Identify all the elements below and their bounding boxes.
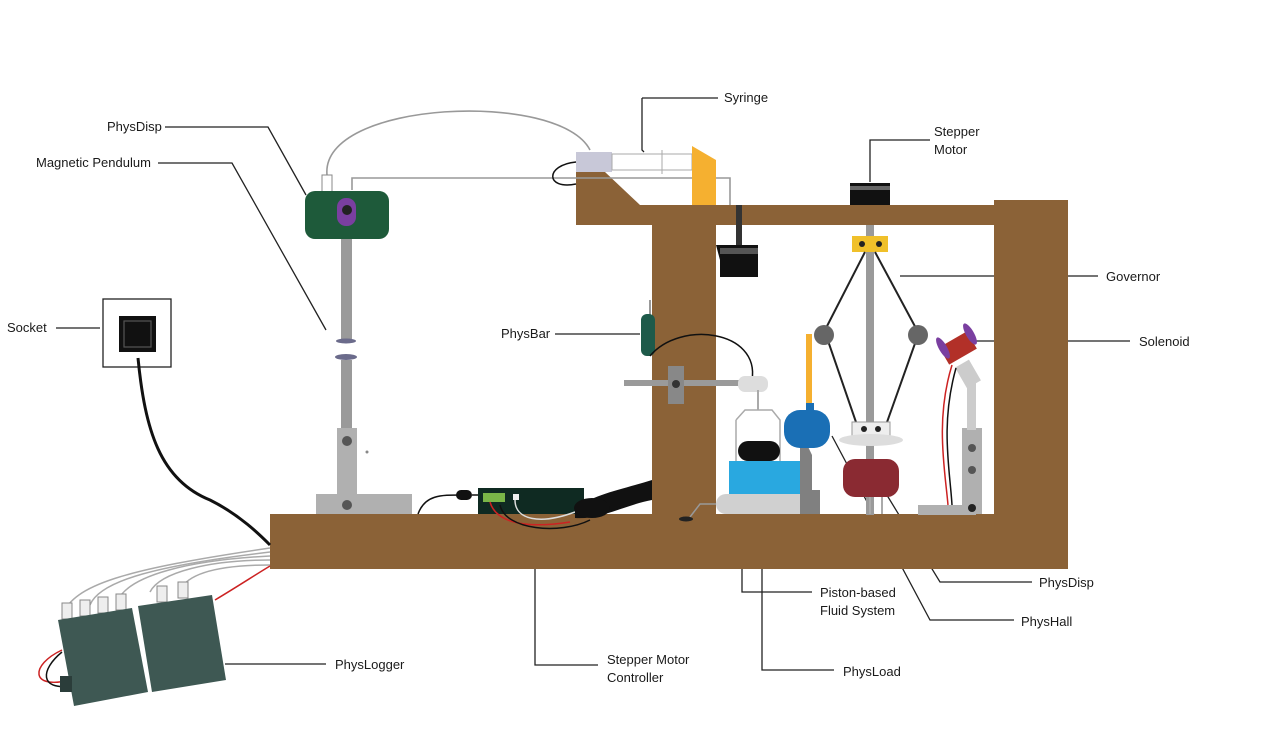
label-piston-line1: Piston-based [820,585,896,600]
piston-fluid-system [679,390,812,522]
power-cable [136,357,272,547]
lever-assembly [624,366,768,404]
syringe [552,146,716,205]
label-solenoid: Solenoid [1139,334,1190,349]
wooden-frame [270,172,1068,569]
socket [102,298,172,368]
magnetic-pendulum [316,222,412,514]
physbar [641,300,754,381]
tubing [326,110,731,205]
stepper-motor [850,183,890,205]
physdisp-top [305,174,389,239]
label-piston-line2: Fluid System [820,603,896,618]
governor [814,225,928,515]
physlogger [58,581,226,706]
label-physlogger: PhysLogger [335,657,405,672]
label-controller-line1: Stepper Motor [607,652,690,667]
label-physhall: PhysHall [1021,614,1073,629]
label-controller-line2: Controller [607,670,664,685]
physhall [784,334,830,514]
label-stepper-motor-line2: Motor [934,142,968,157]
top-beam [576,172,994,225]
right-post [994,200,1068,516]
stepper-motor-controller [417,480,652,530]
label-magnetic-pendulum: Magnetic Pendulum [36,155,151,170]
label-stepper-motor-line1: Stepper [934,124,980,139]
solenoid [918,323,982,515]
base-board [270,514,1068,569]
label-physdisp-right: PhysDisp [1039,575,1094,590]
label-physbar: PhysBar [501,326,551,341]
label-governor: Governor [1106,269,1161,284]
label-syringe: Syringe [724,90,769,105]
black-motor [716,205,758,277]
physdisp-right [843,459,899,514]
label-socket: Socket [7,320,47,335]
label-physdisp-top: PhysDisp [107,119,162,134]
label-physload: PhysLoad [843,664,901,679]
